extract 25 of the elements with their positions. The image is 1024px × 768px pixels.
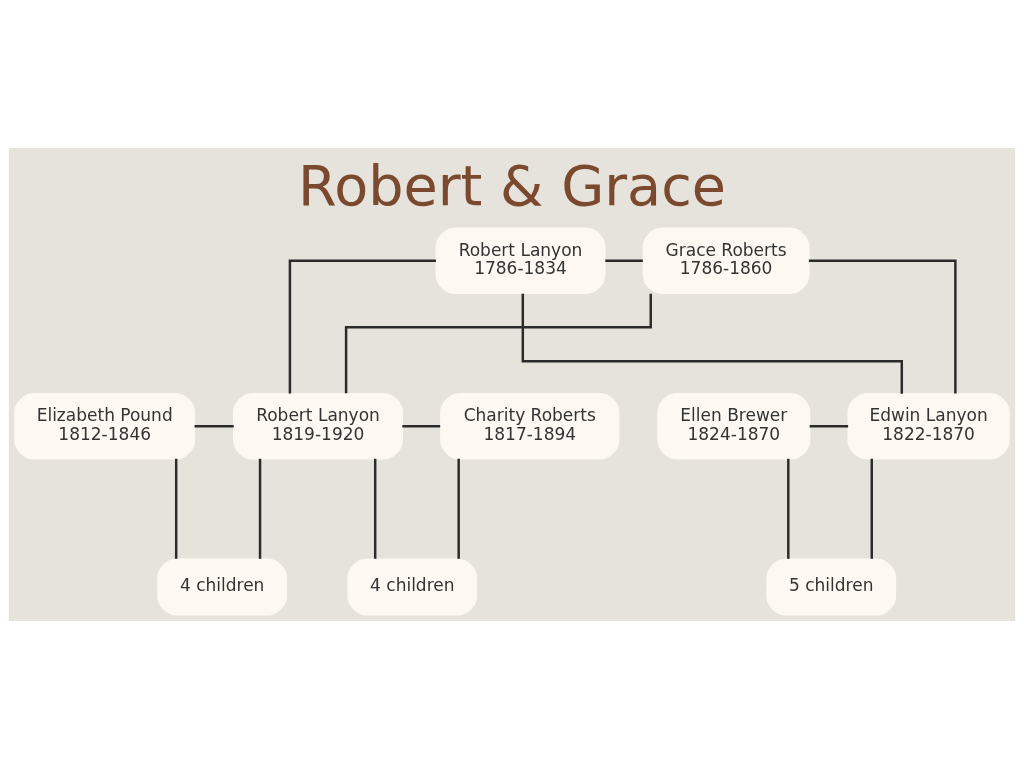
connector	[521, 293, 904, 394]
connector	[402, 424, 441, 427]
node-box: Edwin Lanyon 1822-1870	[847, 392, 1010, 459]
node-box: Ellen Brewer 1824-1870	[657, 392, 811, 459]
connector	[605, 259, 643, 262]
connector	[174, 458, 178, 559]
node-box: Robert Lanyon 1819-1920	[233, 392, 404, 459]
node-box: Elizabeth Pound 1812-1846	[14, 392, 196, 459]
connector	[194, 424, 234, 427]
connector	[809, 424, 849, 427]
diagram-title: Robert & Grace	[298, 152, 726, 218]
node-box: Grace Roberts 1786-1860	[642, 227, 810, 294]
connector	[870, 458, 873, 559]
connector	[344, 293, 652, 393]
node-box: 4 children	[157, 557, 288, 616]
connector	[457, 458, 460, 559]
connector	[288, 259, 436, 394]
connector	[808, 259, 957, 394]
connector	[373, 458, 377, 559]
node-box: Robert Lanyon 1786-1834	[435, 227, 606, 294]
connector	[787, 458, 790, 559]
node-box: Charity Roberts 1817-1894	[440, 392, 620, 459]
connector	[258, 458, 262, 559]
node-box: 5 children	[766, 557, 897, 616]
node-box: 4 children	[347, 557, 478, 616]
